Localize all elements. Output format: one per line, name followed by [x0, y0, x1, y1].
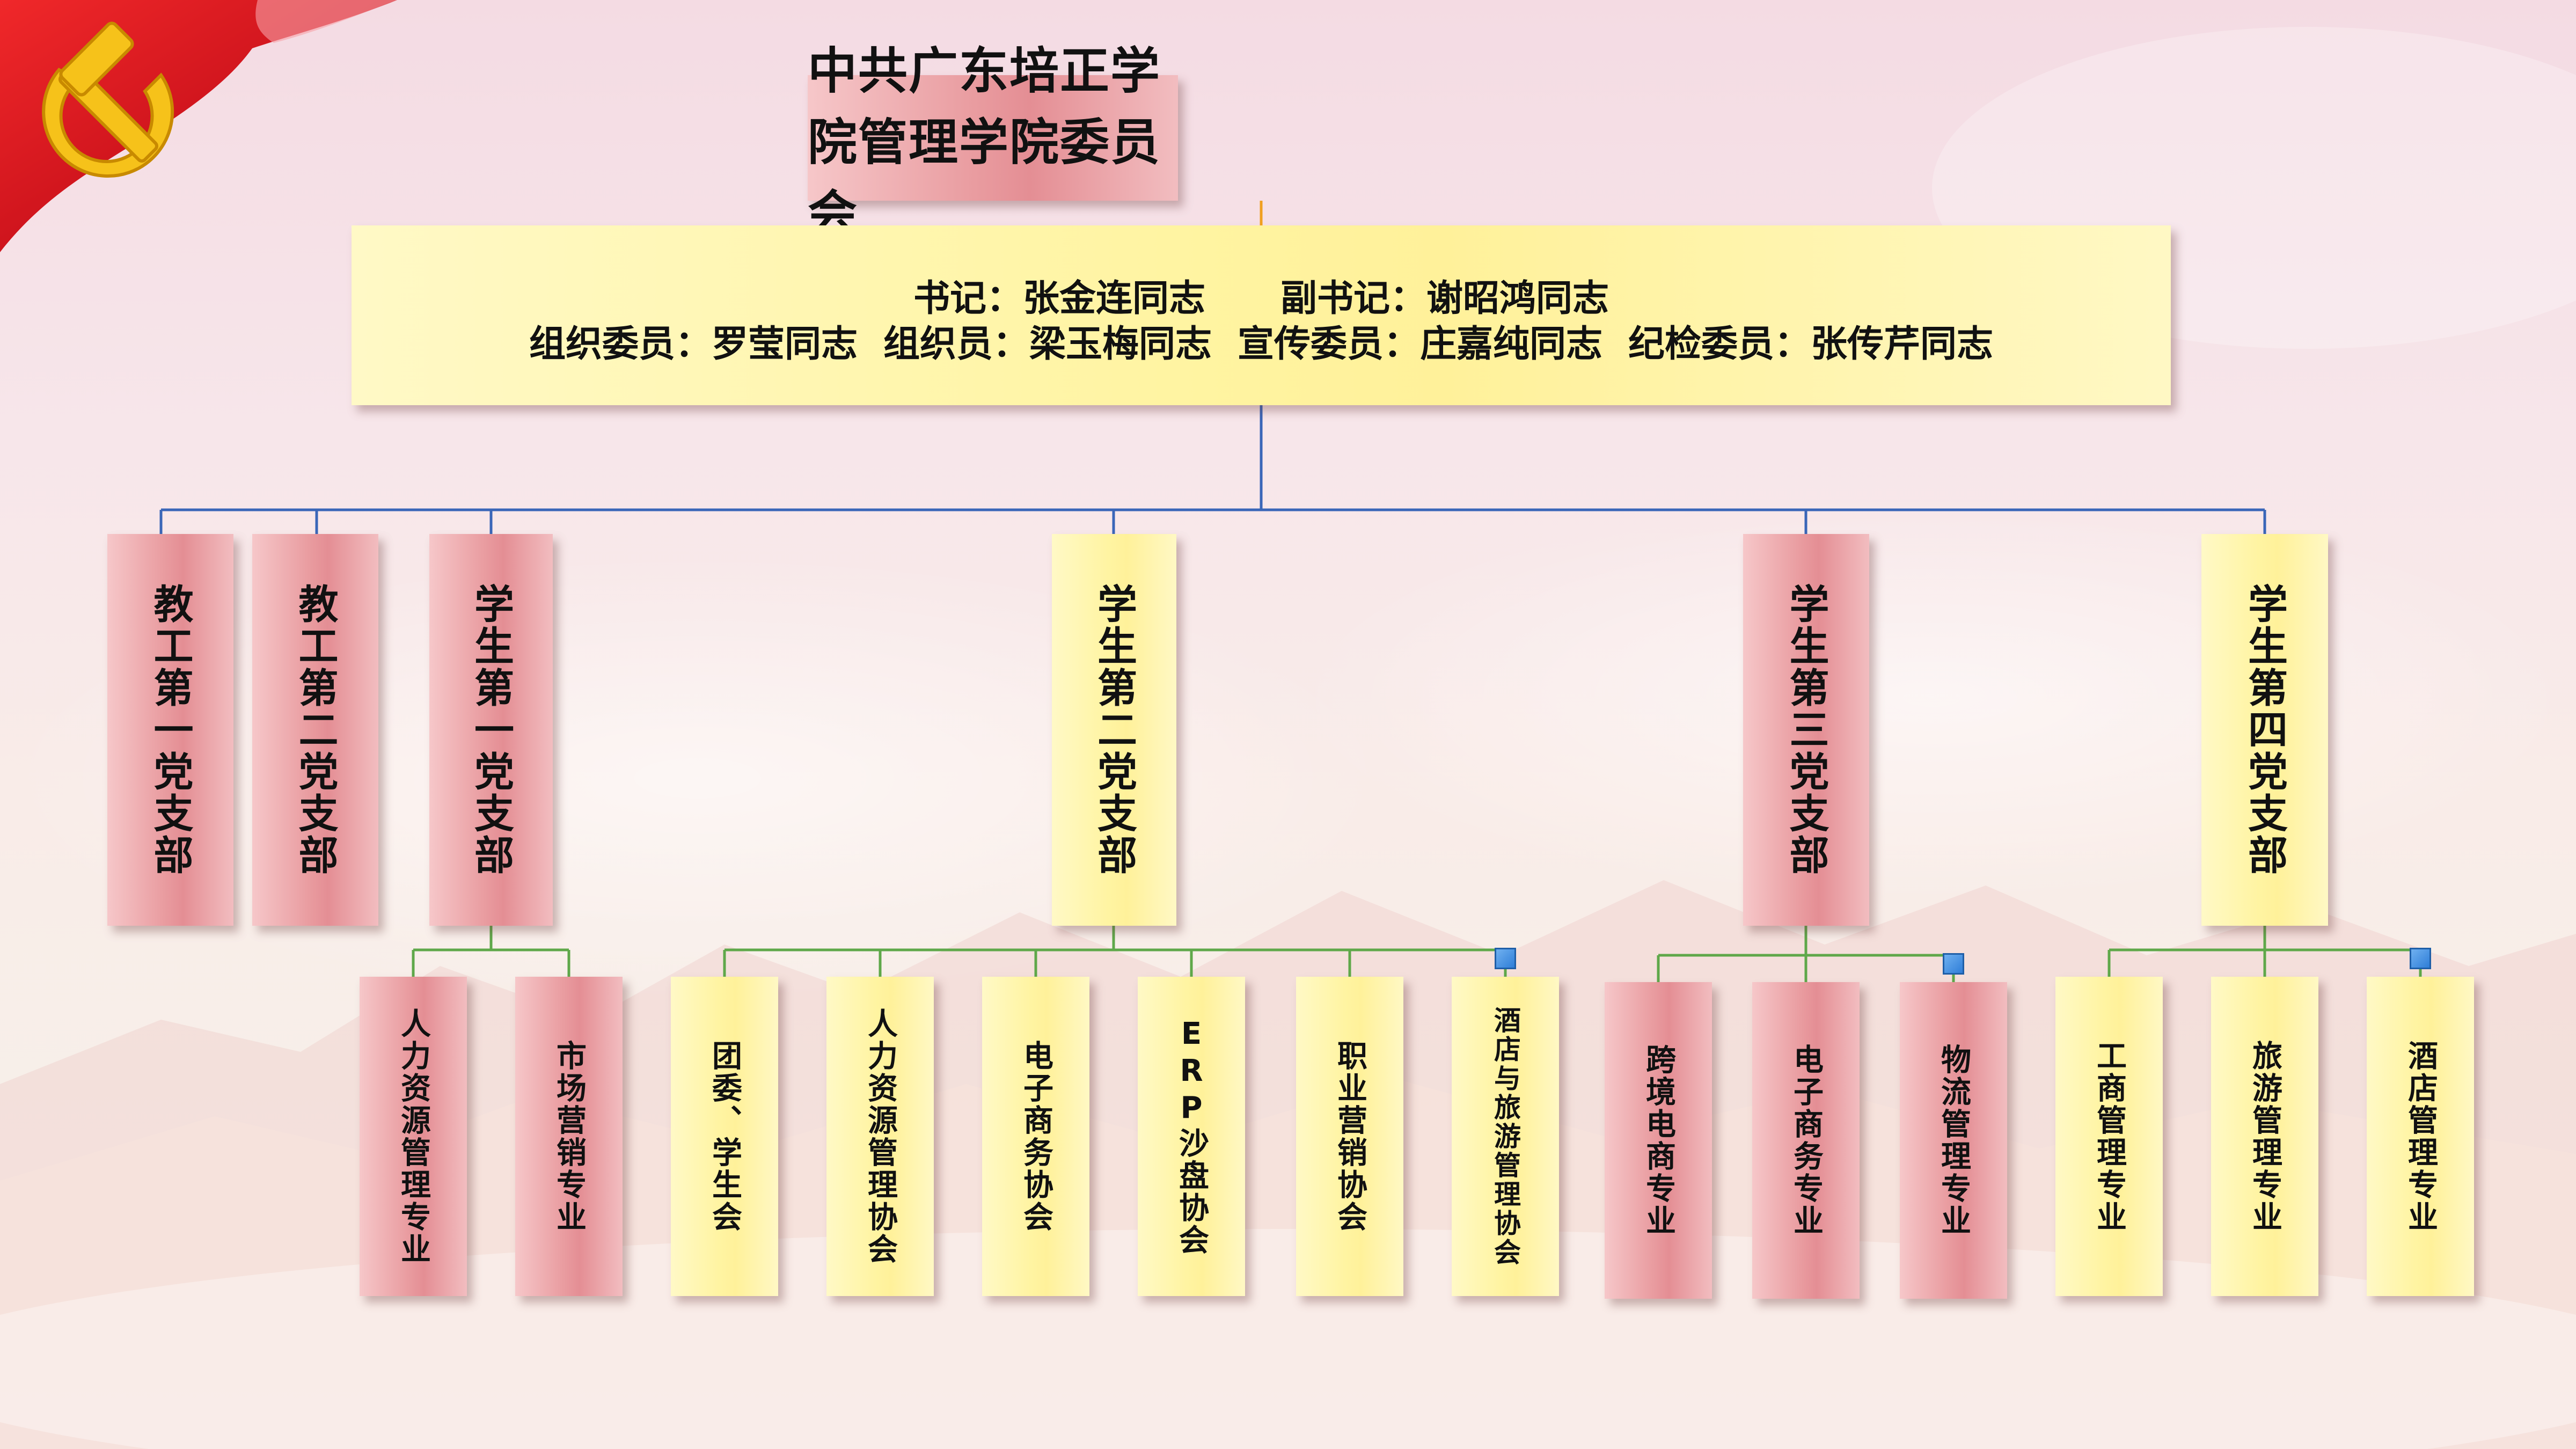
branch-label: 教工第二党支部 [292, 583, 338, 876]
unit-box: ERP沙盘协会 [1138, 977, 1245, 1296]
branch-label: 学生第二党支部 [1091, 583, 1137, 876]
unit-box: 电子商务协会 [982, 977, 1089, 1296]
branch-label: 学生第一党支部 [467, 583, 514, 876]
organization-member-label: 组织委员：罗莹同志 [529, 323, 858, 365]
discipline-member-label: 纪检委员：张传芹同志 [1628, 323, 1994, 365]
deputy-secretary-label: 副书记：谢昭鸿同志 [1280, 277, 1609, 320]
branch-box: 学生第四党支部 [2201, 534, 2328, 926]
branch-label: 学生第四党支部 [2241, 583, 2288, 876]
unit-box: 旅游管理专业 [2211, 977, 2318, 1296]
unit-label: 酒店与旅游管理协会 [1490, 1006, 1521, 1267]
unit-box: 人力资源管理专业 [360, 977, 467, 1296]
unit-label: 电子商务协会 [1018, 1040, 1053, 1233]
unit-label: 人力资源管理协会 [862, 1007, 898, 1265]
branch-box: 学生第二党支部 [1052, 534, 1176, 926]
branch-box: 学生第一党支部 [429, 534, 553, 926]
branch-box: 学生第三党支部 [1743, 534, 1869, 926]
secretary-label: 书记：张金连同志 [913, 277, 1205, 320]
college-committee-title: 中共广东培正学院管理学院委员会 [808, 42, 1178, 243]
branch-label: 教工第一党支部 [147, 583, 193, 876]
unit-label: 团委、学生会 [707, 1040, 742, 1233]
publicity-member-label: 宣传委员：庄嘉纯同志 [1238, 323, 1603, 365]
title-text: 中共广东培正学院管理学院委员会 [808, 42, 1161, 243]
hammer-sickle-icon [42, 21, 174, 178]
committee-row-2: 组织委员：罗莹同志组织员：梁玉梅同志宣传委员：庄嘉纯同志纪检委员：张传芹同志 [352, 314, 2171, 367]
unit-label: 电子商务专业 [1788, 1044, 1824, 1237]
unit-label: 酒店管理专业 [2403, 1040, 2438, 1233]
unit-label: 市场营销专业 [551, 1040, 587, 1233]
unit-label: ERP沙盘协会 [1174, 1016, 1209, 1256]
connector-handle[interactable] [2410, 948, 2431, 969]
connector-handle[interactable] [1943, 953, 1964, 975]
committee-row-1: 书记：张金连同志 副书记：谢昭鸿同志 [352, 268, 2171, 321]
unit-box: 跨境电商专业 [1605, 982, 1712, 1299]
unit-label: 职业营销协会 [1332, 1040, 1367, 1233]
branch-box: 教工第二党支部 [252, 534, 378, 926]
unit-box: 工商管理专业 [2055, 977, 2163, 1296]
branch-box: 教工第一党支部 [107, 534, 233, 926]
unit-box: 物流管理专业 [1900, 982, 2007, 1299]
unit-label: 旅游管理专业 [2247, 1040, 2282, 1233]
unit-box: 团委、学生会 [671, 977, 778, 1296]
unit-label: 物流管理专业 [1936, 1044, 1971, 1237]
unit-box: 电子商务专业 [1752, 982, 1860, 1299]
organizer-label: 组织员：梁玉梅同志 [883, 323, 1212, 365]
unit-label: 人力资源管理专业 [396, 1007, 431, 1265]
unit-box: 酒店与旅游管理协会 [1452, 977, 1559, 1296]
unit-label: 工商管理专业 [2091, 1040, 2127, 1233]
unit-box: 酒店管理专业 [2367, 977, 2474, 1296]
unit-box: 人力资源管理协会 [826, 977, 934, 1296]
committee-members-box: 书记：张金连同志 副书记：谢昭鸿同志 组织委员：罗莹同志组织员：梁玉梅同志宣传委员… [352, 225, 2171, 405]
unit-box: 市场营销专业 [515, 977, 623, 1296]
branch-label: 学生第三党支部 [1783, 583, 1829, 876]
unit-box: 职业营销协会 [1296, 977, 1403, 1296]
connector-handle[interactable] [1495, 948, 1516, 969]
unit-label: 跨境电商专业 [1641, 1044, 1676, 1237]
